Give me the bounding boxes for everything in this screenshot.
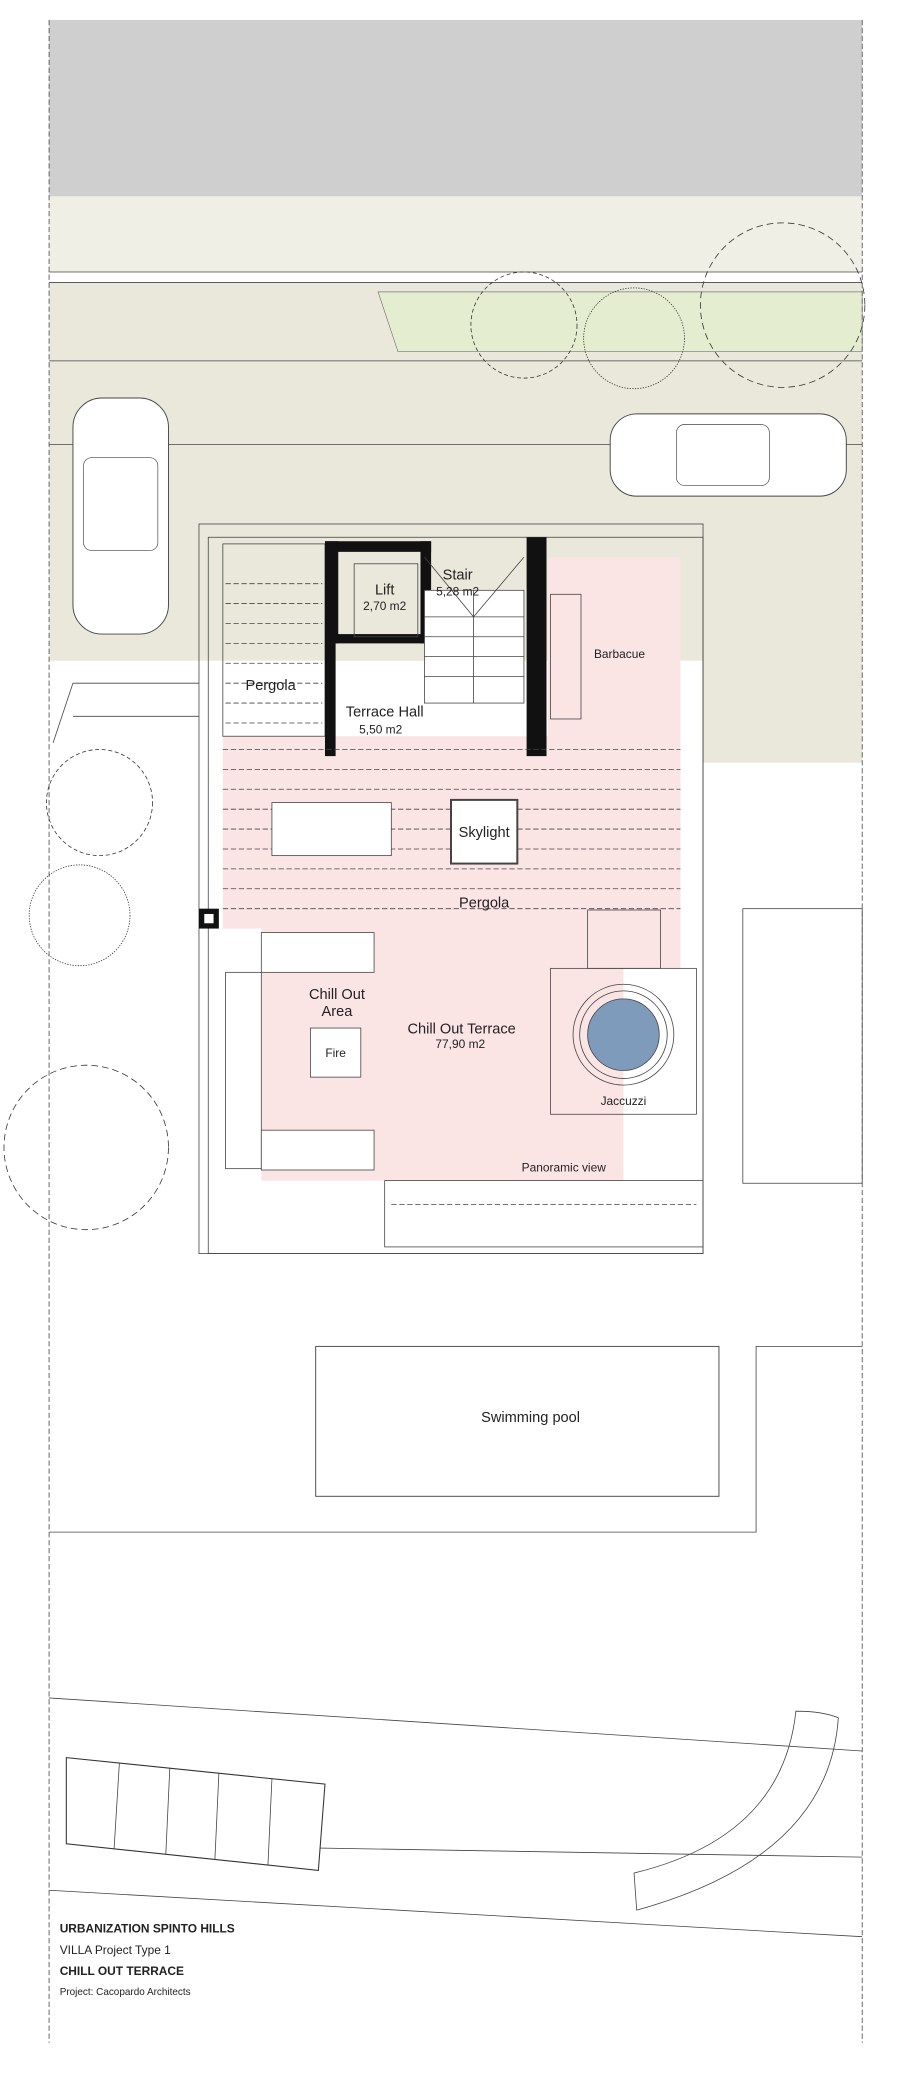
lift-label: Lift bbox=[375, 582, 394, 598]
swimming-pool bbox=[315, 1345, 720, 1497]
jacuzzi-water bbox=[587, 998, 660, 1071]
chill-out-area-label-2: Area bbox=[322, 1004, 354, 1020]
swimming-pool-label: Swimming pool bbox=[481, 1410, 580, 1426]
lift-area: 2,70 m2 bbox=[363, 599, 406, 613]
chill-out-area-label-1: Chill Out bbox=[309, 987, 365, 1003]
title-project: Project: Cacopardo Architects bbox=[60, 1987, 191, 1998]
skylight-frame bbox=[450, 798, 519, 865]
tree-icon bbox=[3, 222, 866, 1231]
street bbox=[49, 19, 863, 197]
pergola-south-label: Pergola bbox=[459, 895, 510, 911]
sidewalk bbox=[49, 196, 863, 272]
stair bbox=[424, 556, 525, 704]
title-sheet: CHILL OUT TERRACE bbox=[60, 1964, 184, 1978]
jacuzzi-label: Jaccuzzi bbox=[601, 1094, 647, 1108]
terrace-hall-area: 5,50 m2 bbox=[359, 723, 402, 737]
panoramic-view-label: Panoramic view bbox=[522, 1160, 607, 1174]
chill-out-terrace-label: Chill Out Terrace bbox=[407, 1021, 515, 1037]
car-icon bbox=[72, 397, 169, 635]
dining-table bbox=[271, 802, 392, 857]
title-villa: VILLA Project Type 1 bbox=[60, 1943, 171, 1957]
stair-area: 5,28 m2 bbox=[436, 585, 479, 599]
terrace-hall-label: Terrace Hall bbox=[346, 704, 424, 720]
fire-label: Fire bbox=[325, 1046, 346, 1060]
barbecue-label: Barbacue bbox=[594, 647, 645, 661]
skylight-label: Skylight bbox=[459, 825, 510, 841]
garden-bed bbox=[377, 291, 863, 352]
chill-out-terrace-area: 77,90 m2 bbox=[435, 1037, 485, 1051]
pergola-north-label: Pergola bbox=[245, 678, 296, 694]
parking-grid bbox=[65, 1757, 326, 1871]
title-urbanization: URBANIZATION SPINTO HILLS bbox=[60, 1922, 235, 1936]
car-icon bbox=[609, 413, 847, 497]
curved-stair bbox=[633, 1710, 839, 1911]
stair-label: Stair bbox=[443, 568, 473, 584]
